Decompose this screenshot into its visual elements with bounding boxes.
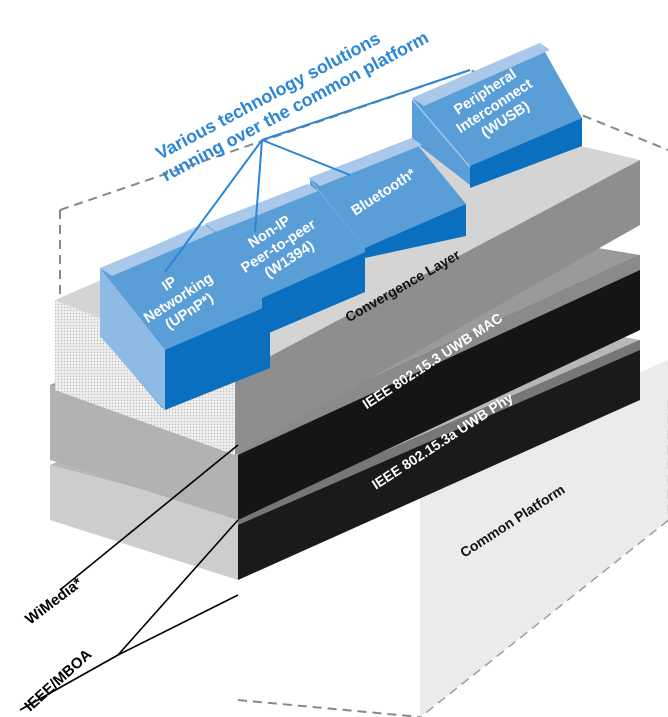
callout-lines — [164, 69, 471, 273]
wimedia-label: WiMedia* — [22, 574, 86, 628]
side-leader-lines — [19, 444, 239, 711]
box-front-faces — [100, 43, 582, 410]
ieee-mboa-label: IEEE/MBOA — [21, 646, 95, 715]
